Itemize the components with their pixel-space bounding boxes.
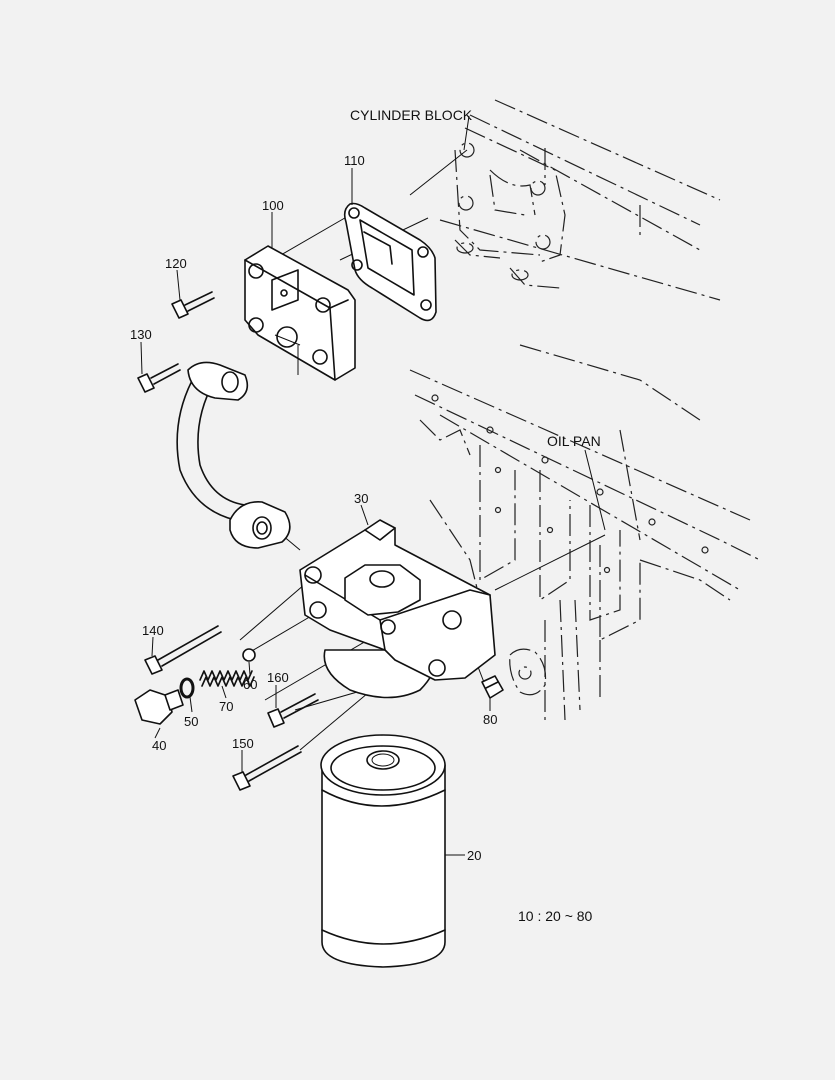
cylinder-block-outline	[439, 99, 721, 301]
plug-40	[134, 689, 184, 725]
labels: CYLINDER BLOCK OIL PAN 110 100 120 130 3…	[130, 107, 601, 924]
callout-30: 30	[354, 491, 368, 506]
callout-150: 150	[232, 736, 254, 751]
callout-leaders	[140, 115, 606, 856]
callout-130: 130	[130, 327, 152, 342]
callout-40: 40	[152, 738, 166, 753]
oil-pipe	[176, 361, 291, 549]
callout-160: 160	[267, 670, 289, 685]
callout-20: 20	[467, 848, 481, 863]
callout-80: 80	[483, 712, 497, 727]
oil-pan-outline	[409, 344, 761, 721]
callout-70: 70	[219, 699, 233, 714]
bolt-160	[267, 693, 319, 728]
oil-filter-cartridge-20	[320, 734, 446, 968]
gasket-110	[343, 202, 437, 322]
plug-80	[481, 675, 504, 699]
callout-60: 60	[243, 677, 257, 692]
callout-50: 50	[184, 714, 198, 729]
oil-pan-label: OIL PAN	[547, 433, 601, 449]
callout-120: 120	[165, 256, 187, 271]
cylinder-block-label: CYLINDER BLOCK	[350, 107, 473, 123]
bolt-120	[171, 291, 215, 319]
assembly-note: 10 : 20 ~ 80	[518, 908, 593, 924]
spring-70	[199, 670, 255, 687]
callout-100: 100	[262, 198, 284, 213]
adapter-100	[244, 245, 356, 381]
callout-110: 110	[344, 153, 365, 168]
o-ring-50	[179, 677, 195, 699]
bolt-130	[137, 363, 181, 393]
ball-60	[242, 648, 256, 662]
bolt-150	[232, 745, 302, 791]
bolt-140	[144, 625, 222, 675]
callout-140: 140	[142, 623, 164, 638]
filter-head-30	[299, 519, 496, 699]
